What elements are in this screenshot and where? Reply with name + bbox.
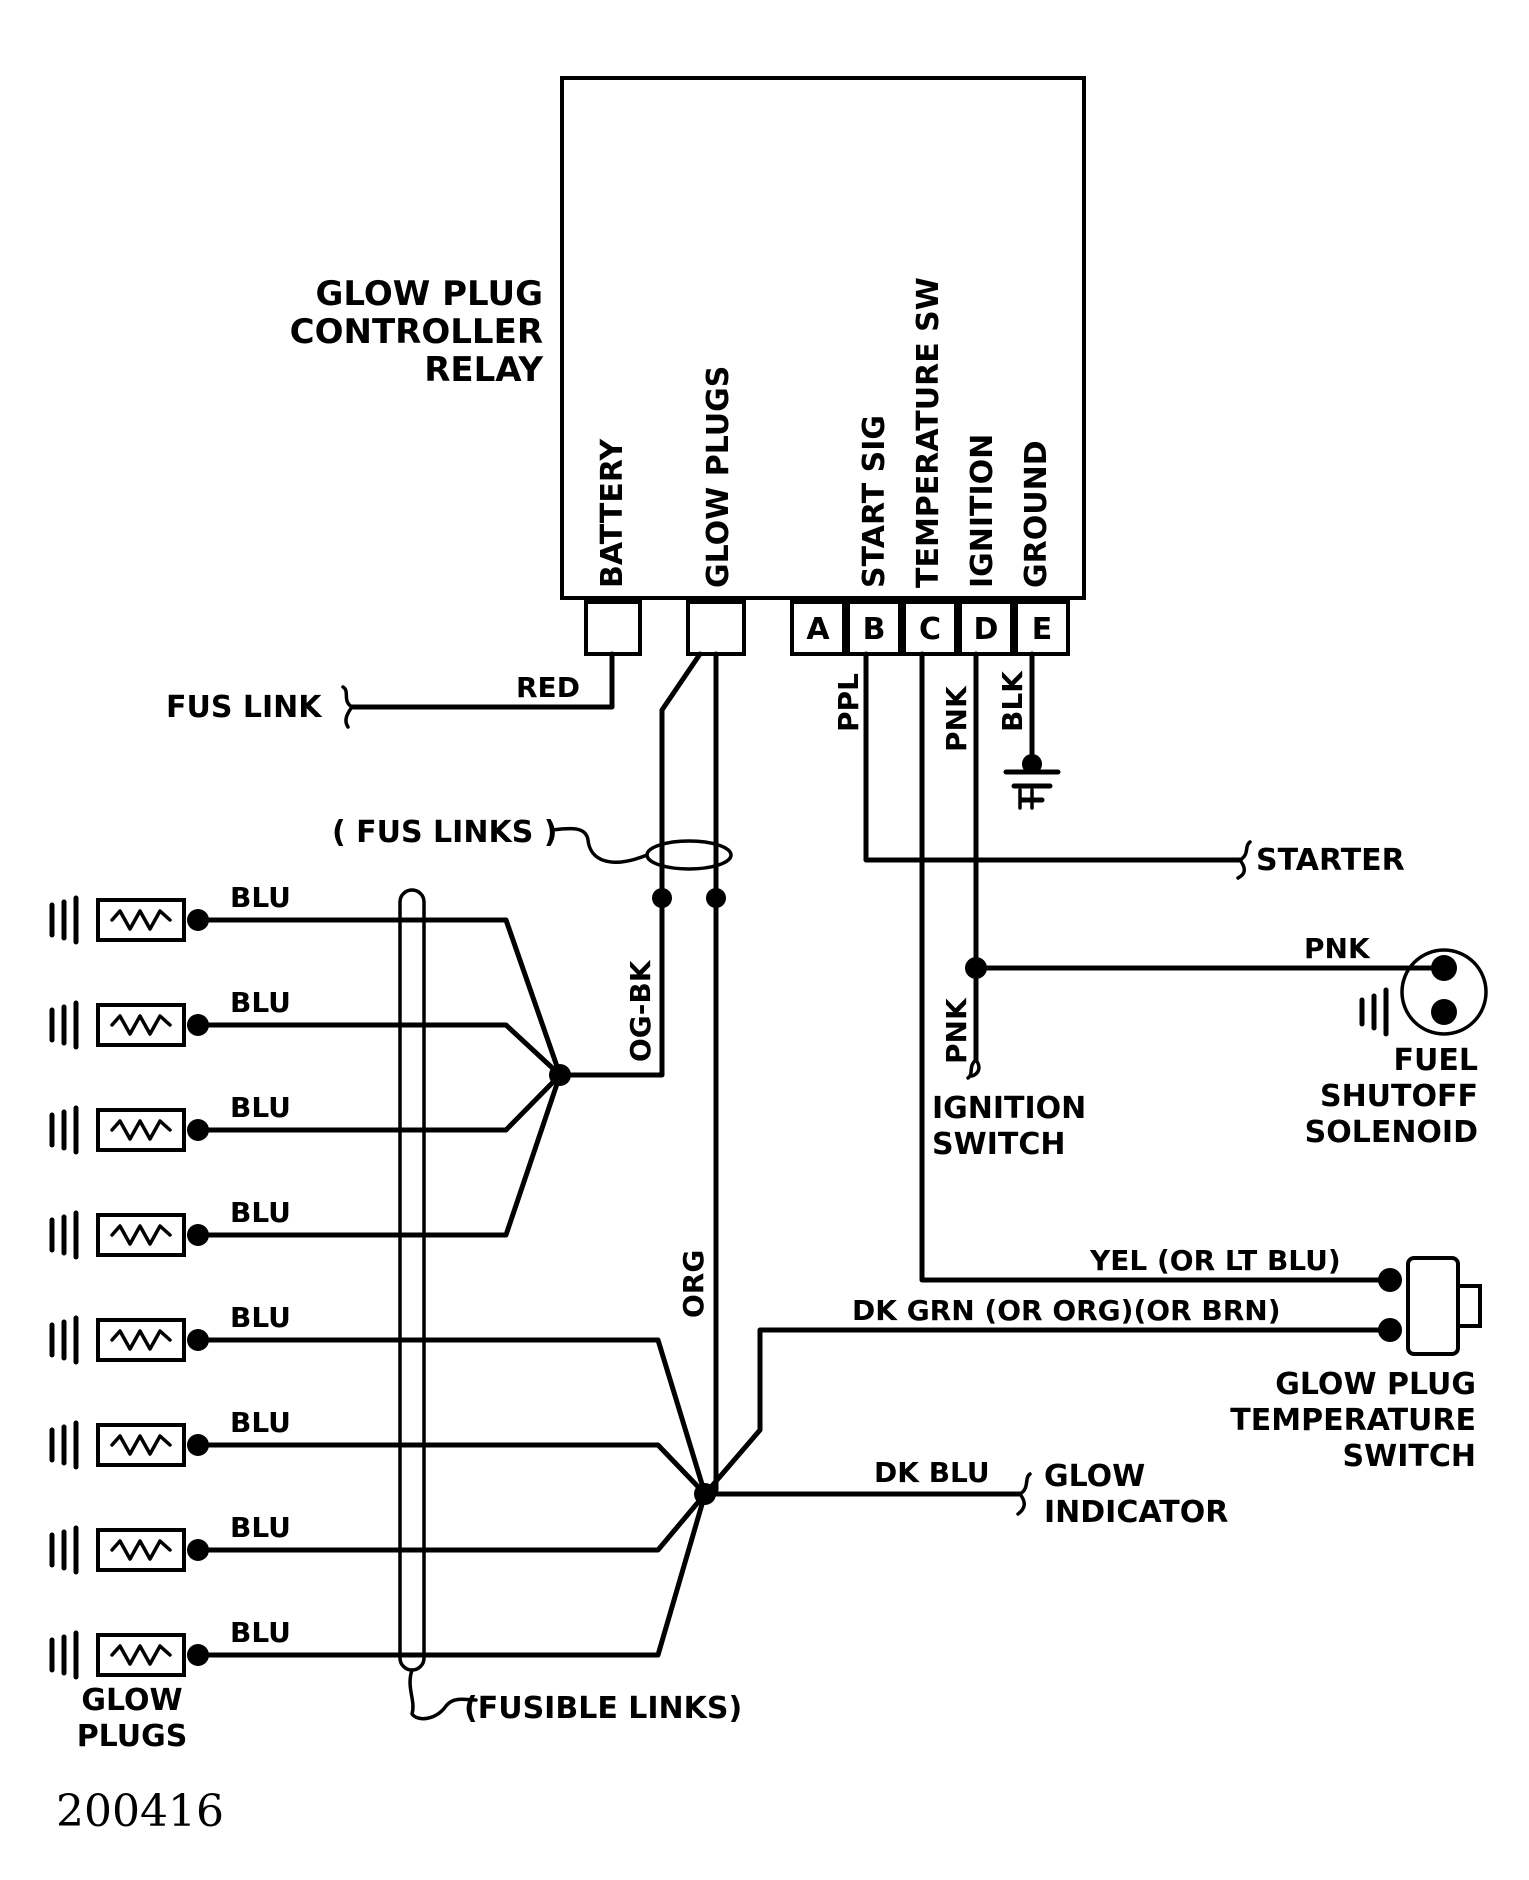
org-fuse-dot xyxy=(706,888,726,908)
fus-links-label: ( FUS LINKS ) xyxy=(332,815,557,850)
temp-switch-label-line-1: GLOW PLUG xyxy=(1275,1367,1476,1402)
terminal-label-ground: GROUND xyxy=(1019,440,1054,588)
glow-plug-8 xyxy=(49,1630,209,1680)
glow-indicator-label-line-2: INDICATOR xyxy=(1044,1495,1228,1530)
blu-label-2: BLU xyxy=(230,986,291,1019)
blu-label-1: BLU xyxy=(230,881,291,914)
glow-plugs-label-line-1: GLOW xyxy=(81,1683,182,1718)
fuel-shutoff-label-line-1: FUEL xyxy=(1394,1043,1478,1078)
starter-label: STARTER xyxy=(1256,843,1405,878)
dk-blu-wire-label: DK BLU xyxy=(874,1456,990,1489)
starter-break xyxy=(1236,840,1252,880)
og-bk-wire-label: OG-BK xyxy=(624,959,657,1062)
glow-plug-3 xyxy=(49,1105,209,1155)
ignition-switch-label-line-2: SWITCH xyxy=(932,1127,1065,1162)
ignition-switch-break xyxy=(966,1058,981,1080)
blu-wires-bank-2 xyxy=(195,1337,708,1658)
relay-title-line-3: RELAY xyxy=(424,350,543,390)
ground-tick xyxy=(1018,788,1034,810)
pnk-wire-label-d: PNK xyxy=(940,685,973,752)
org-wire xyxy=(702,651,719,1497)
glow-plug-6 xyxy=(49,1420,209,1470)
org-wire-label: ORG xyxy=(677,1250,710,1318)
dk-grn-wire xyxy=(702,1327,1393,1497)
fuel-shutoff-label-line-2: SHUTOFF xyxy=(1320,1079,1478,1114)
terminal-label-glow-plugs: GLOW PLUGS xyxy=(701,366,736,588)
pin-a: A xyxy=(806,612,830,647)
blu-label-6: BLU xyxy=(230,1406,291,1439)
figure-number: 200416 xyxy=(56,1786,224,1837)
temp-switch-label-line-3: SWITCH xyxy=(1343,1439,1476,1474)
glow-plug-2 xyxy=(49,1000,209,1050)
pin-connector: A B C D E xyxy=(790,600,1070,656)
og-bk-fuse-dot xyxy=(652,888,672,908)
dk-grn-wire-label: DK GRN (OR ORG)(OR BRN) xyxy=(852,1294,1281,1327)
fusible-links-leader xyxy=(408,1668,478,1721)
yel-wire xyxy=(919,651,1393,1283)
pin-d: D xyxy=(974,612,999,647)
fusible-links-capsule xyxy=(398,888,426,1672)
pnk-wire-label-solenoid: PNK xyxy=(1304,932,1371,965)
ppl-wire-label: PPL xyxy=(832,673,865,732)
blk-wire-label: BLK xyxy=(996,670,1029,732)
pin-b: B xyxy=(863,612,886,647)
junction-og-bk xyxy=(549,1064,571,1086)
blu-label-8: BLU xyxy=(230,1616,291,1649)
glow-plug-4 xyxy=(49,1210,209,1260)
glow-indicator-break xyxy=(1016,1472,1032,1516)
ppl-wire xyxy=(863,651,1243,863)
fus-link-break xyxy=(341,685,354,729)
glow-plug-7 xyxy=(49,1525,209,1575)
red-wire xyxy=(349,651,615,710)
glow-plug-5 xyxy=(49,1315,209,1365)
controller-relay-box xyxy=(560,76,1086,600)
ground-dot xyxy=(1022,754,1042,774)
fus-link-label: FUS LINK xyxy=(166,690,323,725)
glow-indicator-label-line-1: GLOW xyxy=(1044,1459,1145,1494)
yel-wire-label: YEL (OR LT BLU) xyxy=(1089,1244,1341,1277)
fuel-shutoff-label-line-3: SOLENOID xyxy=(1305,1115,1478,1150)
relay-title-line-1: GLOW PLUG xyxy=(316,274,544,314)
relay-title-line-2: CONTROLLER xyxy=(290,312,543,352)
glow-plugs-label-line-2: PLUGS xyxy=(77,1719,188,1754)
ignition-switch-label-line-1: IGNITION xyxy=(932,1091,1086,1126)
blu-label-4: BLU xyxy=(230,1196,291,1229)
battery-connector xyxy=(584,600,642,656)
terminal-label-battery: BATTERY xyxy=(595,438,630,588)
glow-plug-1 xyxy=(49,895,209,945)
terminal-label-ignition: IGNITION xyxy=(965,434,1000,588)
blu-label-3: BLU xyxy=(230,1091,291,1124)
red-wire-label: RED xyxy=(516,671,580,704)
fus-links-leader xyxy=(550,826,649,864)
terminal-label-start-sig: START SIG xyxy=(857,415,892,588)
blu-wires-bank-1 xyxy=(195,917,563,1238)
blu-label-7: BLU xyxy=(230,1511,291,1544)
blu-label-5: BLU xyxy=(230,1301,291,1334)
pin-e: E xyxy=(1032,612,1053,647)
temp-switch-label-line-2: TEMPERATURE xyxy=(1230,1403,1476,1438)
pnk-wire-label-ignition: PNK xyxy=(940,997,973,1064)
glow-plug-temperature-switch xyxy=(1378,1256,1482,1356)
terminal-label-temperature-sw: TEMPERATURE SW xyxy=(911,277,946,588)
fuel-shutoff-solenoid xyxy=(1359,948,1488,1037)
glow-plugs-connector xyxy=(686,600,746,656)
pin-c: C xyxy=(919,612,941,647)
fusible-links-label: (FUSIBLE LINKS) xyxy=(464,1691,742,1726)
